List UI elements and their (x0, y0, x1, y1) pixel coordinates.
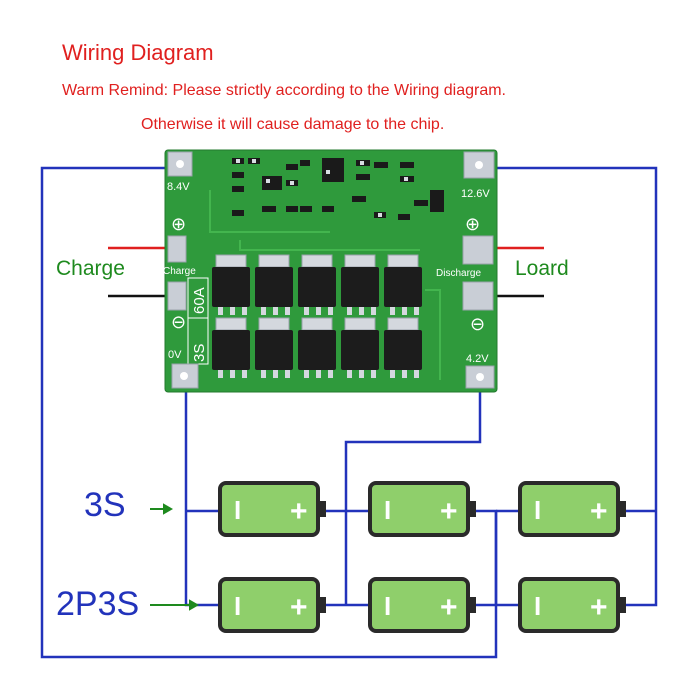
battery-positive-label: + (590, 591, 608, 624)
warning-line-2: Otherwise it will cause damage to the ch… (141, 116, 445, 133)
mosfet (341, 317, 379, 378)
pad-126v-label: 12.6V (461, 188, 490, 200)
mosfet (384, 317, 422, 378)
battery-cell: I+ (368, 481, 476, 537)
pad-hole (476, 373, 484, 381)
battery-cell: I+ (518, 481, 626, 537)
mosfet (212, 317, 250, 378)
pad-0v-label: 0V (168, 349, 182, 361)
charge-positive-pad (167, 235, 187, 263)
bms-board: 8.4V 12.6V ⊕ Charge (163, 149, 498, 393)
pad-hole (180, 372, 188, 380)
diagram-title: Wiring Diagram (62, 40, 214, 65)
battery-negative-label: I (234, 591, 241, 621)
warning-line-1: Warm Remind: Please strictly according t… (62, 82, 506, 99)
pad-hole (176, 160, 184, 168)
config-2p3s-label: 2P3S (56, 585, 140, 623)
battery-negative-label: I (534, 591, 541, 621)
battery-positive-label: + (590, 495, 608, 528)
mosfet (212, 254, 250, 315)
battery-cell: I+ (218, 481, 326, 537)
charge-plus-icon: ⊕ (171, 214, 186, 235)
charge-pads: ⊕ Charge ⊖ (163, 214, 196, 333)
arrow-2p3s-head-icon (189, 599, 200, 611)
discharge-negative-pad (462, 281, 494, 311)
battery-positive-label: + (290, 591, 308, 624)
charge-negative-pad (167, 281, 187, 311)
pad-42v-label: 4.2V (466, 353, 489, 365)
mosfet (255, 317, 293, 378)
wire-126v (480, 166, 658, 607)
mosfet (298, 254, 336, 315)
pad-hole (475, 161, 483, 169)
pcb-traces (209, 190, 441, 380)
smd-components (232, 158, 444, 220)
battery-positive-label: + (290, 495, 308, 528)
mosfet (298, 317, 336, 378)
wire-42v (344, 380, 482, 605)
battery-negative-label: I (384, 495, 391, 525)
battery-negative-label: I (534, 495, 541, 525)
wire-84v (40, 166, 498, 659)
battery-negative-label: I (234, 495, 241, 525)
battery-cell: I+ (368, 577, 476, 633)
smd-terminals (236, 159, 408, 217)
discharge-plus-icon: ⊕ (465, 214, 480, 235)
config-3s-label: 3S (84, 486, 126, 524)
mosfet (384, 254, 422, 315)
battery-cell: I+ (518, 577, 626, 633)
rating-cells-label: 3S (191, 344, 208, 362)
charge-label: Charge (56, 257, 125, 280)
mosfet (341, 254, 379, 315)
discharge-positive-pad (462, 235, 494, 265)
load-label: Loard (515, 257, 569, 280)
charge-minus-icon: ⊖ (171, 312, 186, 333)
battery-negative-label: I (384, 591, 391, 621)
mosfet-array (212, 254, 422, 378)
pad-84v-label: 8.4V (167, 181, 190, 193)
battery-positive-label: + (440, 495, 458, 528)
discharge-pads: ⊕ Discharge ⊖ (436, 214, 494, 335)
rating-current-label: 60A (191, 287, 208, 314)
battery-pack: I+I+I+I+I+I+ (218, 481, 626, 633)
charge-pad-label: Charge (163, 266, 196, 277)
mosfet (255, 254, 293, 315)
config-arrows (150, 503, 200, 611)
battery-cell: I+ (218, 577, 326, 633)
wire-0v (184, 374, 220, 607)
battery-positive-label: + (440, 591, 458, 624)
arrow-3s-head-icon (163, 503, 174, 515)
discharge-pad-label: Discharge (436, 268, 481, 279)
discharge-minus-icon: ⊖ (470, 314, 485, 335)
